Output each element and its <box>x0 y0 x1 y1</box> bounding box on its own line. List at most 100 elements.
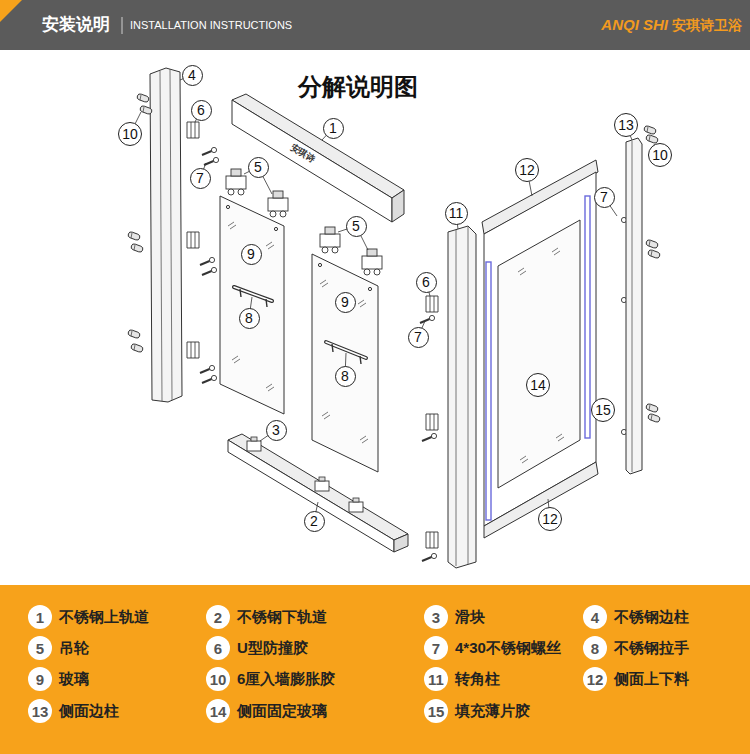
legend-text: 侧面固定玻璃 <box>237 702 327 720</box>
filler-strip <box>585 196 590 438</box>
wall-anchor <box>643 125 656 135</box>
callout-number: 3 <box>272 423 280 437</box>
roller <box>226 169 246 195</box>
side-glass <box>498 220 580 488</box>
legend-text: 不锈钢下轨道 <box>237 608 327 626</box>
glass-panel <box>220 196 378 472</box>
screw <box>200 365 215 373</box>
callout-number: 7 <box>196 171 204 185</box>
header-bar <box>0 0 750 50</box>
top-rail <box>232 94 404 222</box>
header-bar <box>0 0 750 50</box>
screw <box>422 433 437 441</box>
bottom-rail <box>228 440 394 552</box>
bottom-rail <box>394 534 408 552</box>
callout-circle: 5 <box>346 216 367 237</box>
legend-item: 6U型防撞胶 <box>206 636 308 660</box>
legend-item: 106厘入墙膨胀胶 <box>206 667 335 691</box>
legend-text: 侧面上下料 <box>614 670 689 688</box>
legend-item: 1 不锈钢上轨道 <box>28 605 149 629</box>
callout-number: 15 <box>595 403 611 417</box>
legend-text: 不锈钢拉手 <box>614 639 689 657</box>
header-bar <box>122 17 123 34</box>
screw <box>202 267 217 275</box>
callout-number: 7 <box>600 190 608 204</box>
roller <box>268 191 288 217</box>
bottom-rail <box>228 434 408 552</box>
bottom-rail <box>228 434 408 540</box>
legend-item: 5 吊轮 <box>28 636 89 660</box>
callout-circle: 6 <box>416 272 437 293</box>
legend-item: 7 4*30不锈钢螺丝 <box>424 636 561 660</box>
wall-anchor <box>130 243 143 253</box>
callout-circle: 4 <box>182 65 203 86</box>
legend-number: 11 <box>424 667 448 691</box>
wall-anchor <box>130 343 143 353</box>
callout-circle: 12 <box>515 158 539 182</box>
leader-line <box>130 75 660 521</box>
legend-text: 4*30不锈钢螺丝 <box>455 639 561 657</box>
header-bar <box>0 0 22 22</box>
wall-anchor <box>647 413 660 423</box>
legend-text: 转角柱 <box>455 670 500 688</box>
glass-panel <box>322 412 330 419</box>
legend-number: 9 <box>28 667 52 691</box>
legend-item: 8不锈钢拉手 <box>583 636 689 660</box>
glass-panel <box>318 263 321 266</box>
legend-number: 5 <box>28 636 52 660</box>
side-glass <box>520 456 528 463</box>
legend-item: 4不锈钢边柱 <box>583 605 689 629</box>
callout-circle: 13 <box>614 113 638 137</box>
callout-number: 5 <box>352 219 360 233</box>
callout-number: 7 <box>414 330 422 344</box>
brand-name: 安琪诗卫浴 <box>672 17 742 34</box>
header-subtitle: INSTALLATION INSTRUCTIONS <box>130 19 292 32</box>
legend-item: 15填充薄片胶 <box>424 699 530 723</box>
glass-panel <box>266 242 274 249</box>
handle <box>332 344 361 364</box>
legend-number: 7 <box>424 636 448 660</box>
screw <box>422 553 437 561</box>
callout-circle: 14 <box>526 373 550 397</box>
brand-logo: ANQI SHI <box>601 16 668 34</box>
legend-text: 6厘入墙膨胀胶 <box>237 670 335 688</box>
screw <box>202 147 217 155</box>
side-glass <box>518 268 526 275</box>
slider <box>315 477 329 491</box>
glass-panel <box>358 300 366 307</box>
handle <box>240 289 267 307</box>
u-bracket <box>187 342 199 358</box>
corner-post <box>448 226 476 568</box>
diagram-title: 分解说明图 <box>298 73 418 102</box>
legend-number: 3 <box>424 605 448 629</box>
callout-number: 9 <box>341 295 349 309</box>
wall-anchor <box>643 125 660 423</box>
legend-number: 1 <box>28 605 52 629</box>
callout-circle: 15 <box>591 398 615 422</box>
callout-number: 12 <box>519 163 535 177</box>
callout-number: 6 <box>197 103 205 117</box>
corner-post <box>456 227 468 566</box>
u-bracket <box>187 122 199 138</box>
legend-item: 13侧面边柱 <box>28 699 119 723</box>
legend-text: 不锈钢上轨道 <box>59 608 149 626</box>
callout-circle: 9 <box>335 292 356 313</box>
legend-item: 2不锈钢下轨道 <box>206 605 327 629</box>
callout-number: 12 <box>542 512 558 526</box>
legend-text: 吊轮 <box>59 639 89 657</box>
wall-anchor <box>647 249 660 259</box>
callout-number: 5 <box>254 160 262 174</box>
glass-panel <box>266 384 274 391</box>
screw <box>200 257 215 265</box>
callout-number: 9 <box>247 247 255 261</box>
glass-panel <box>360 436 368 443</box>
wall-anchor <box>139 105 152 115</box>
callout-circle: 7 <box>408 327 429 348</box>
glass-panel <box>226 205 229 208</box>
top-rail <box>232 94 404 198</box>
callout-number: 10 <box>652 148 668 162</box>
roller <box>320 227 340 253</box>
u-bracket <box>426 532 438 548</box>
callout-number: 11 <box>449 206 464 220</box>
callout-circle: 5 <box>248 157 269 178</box>
